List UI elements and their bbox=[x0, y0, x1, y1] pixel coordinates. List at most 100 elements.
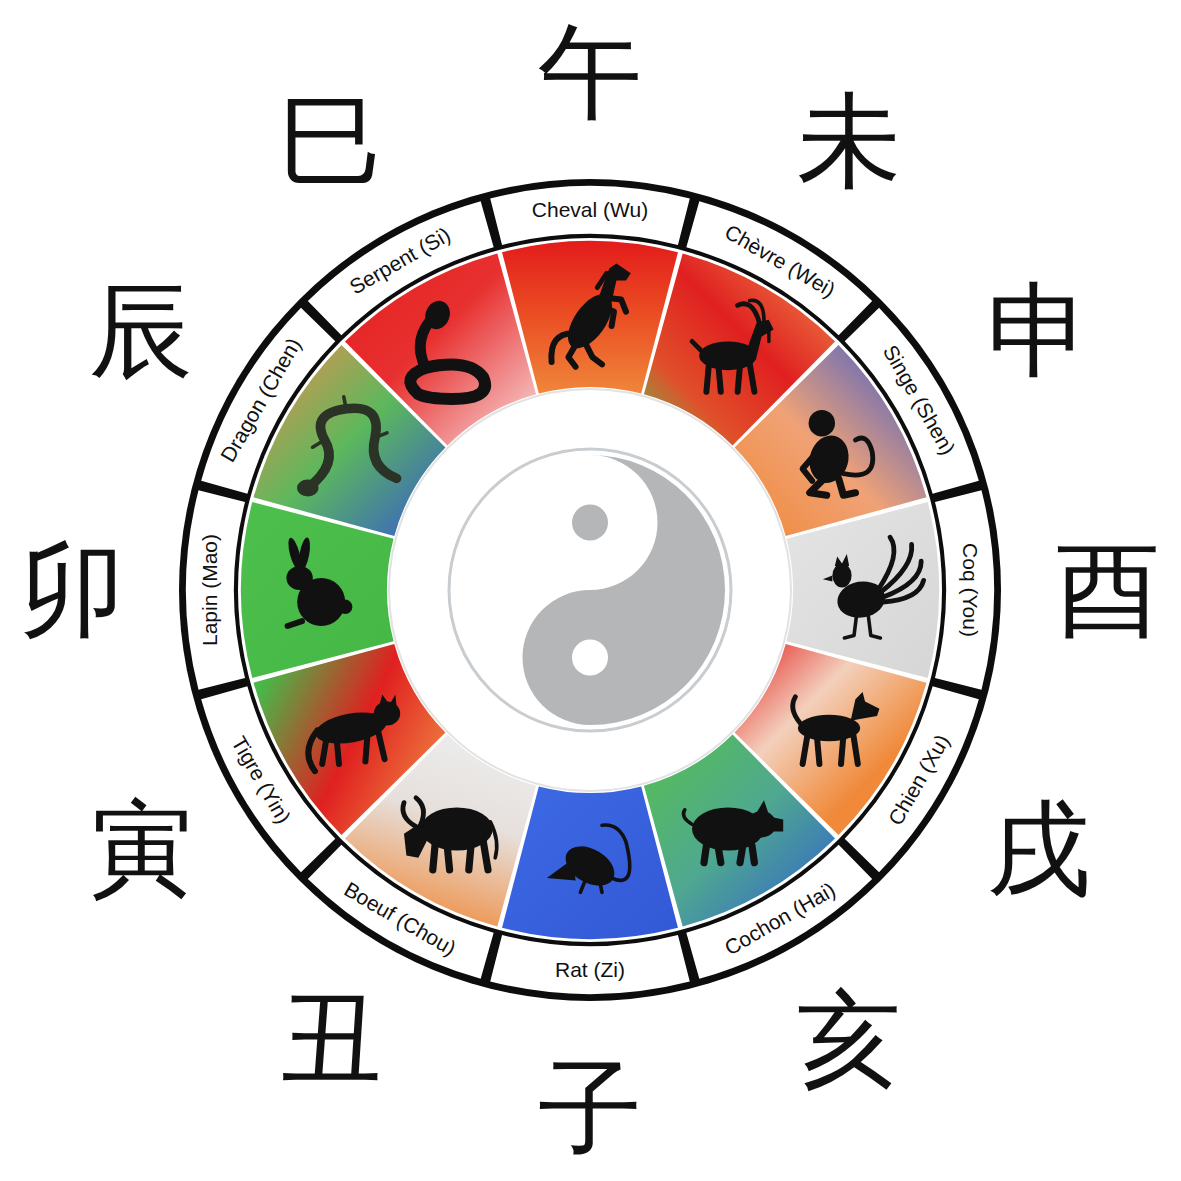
animal-part bbox=[600, 880, 602, 892]
animal-part bbox=[868, 616, 880, 638]
animal-part bbox=[757, 800, 769, 814]
zodiac-band-cell: Chien (Xu) bbox=[834, 667, 1005, 893]
animal-part bbox=[706, 365, 708, 391]
animal-name: Coq (You) bbox=[958, 543, 981, 637]
animal-part bbox=[771, 817, 783, 831]
yin-yang-dot bbox=[572, 640, 608, 676]
animal-part bbox=[322, 735, 327, 764]
branch-character: 辰 bbox=[89, 279, 193, 383]
animal-part bbox=[297, 480, 319, 497]
yin-yang bbox=[449, 449, 731, 731]
animal-part bbox=[551, 333, 573, 362]
animal-silhouette bbox=[410, 297, 485, 399]
animal-silhouette bbox=[286, 537, 353, 626]
zodiac-band-cell: Coq (You) bbox=[935, 480, 1005, 700]
animal-silhouette bbox=[683, 800, 783, 862]
animal-part bbox=[421, 297, 453, 332]
animal-part bbox=[308, 730, 317, 771]
yin-yang-dark bbox=[523, 455, 726, 725]
zodiac-band-cell: Cheval (Wu) bbox=[480, 175, 700, 245]
animal-part bbox=[767, 329, 771, 341]
animal-part bbox=[344, 397, 346, 409]
animal-part bbox=[433, 843, 435, 869]
band-cell-outline bbox=[302, 839, 504, 990]
center-disc bbox=[389, 389, 791, 791]
animal-silhouette bbox=[403, 798, 497, 870]
zodiac-band-cell: Lapin (Mao) bbox=[175, 480, 245, 700]
animal-part bbox=[853, 733, 858, 764]
animal-part bbox=[469, 843, 471, 869]
yin-yang-light bbox=[455, 455, 725, 725]
animal-silhouette bbox=[793, 692, 880, 764]
animal-part bbox=[851, 692, 880, 721]
branch-character: 寅 bbox=[89, 797, 193, 901]
animal-part bbox=[337, 738, 339, 764]
band-cell-outline bbox=[839, 676, 990, 878]
animal-part bbox=[704, 846, 706, 863]
animal-part bbox=[375, 433, 387, 438]
band-cell-outline bbox=[190, 302, 341, 504]
zodiac-band-cell: Cochon (Hai) bbox=[667, 834, 893, 1005]
animal-part bbox=[391, 694, 397, 706]
animal-part bbox=[750, 300, 764, 321]
animal-part bbox=[421, 325, 428, 332]
band-cell-outline bbox=[302, 190, 504, 341]
animal-part bbox=[841, 735, 843, 764]
animal-part bbox=[738, 304, 760, 322]
animal-part bbox=[416, 798, 424, 824]
animal-part bbox=[447, 846, 449, 870]
animal-part bbox=[585, 343, 602, 365]
branch-character: 卯 bbox=[20, 538, 124, 642]
zodiac-band-cell: Tigre (Yin) bbox=[176, 667, 347, 893]
inner-disc bbox=[238, 238, 942, 942]
animal-part bbox=[490, 822, 496, 858]
band-cell-outline bbox=[190, 676, 341, 878]
branch-character: 申 bbox=[987, 279, 1091, 383]
branch-character: 巳 bbox=[279, 89, 383, 193]
animal-part bbox=[844, 616, 856, 638]
branch-character: 子 bbox=[538, 1056, 642, 1160]
branch-character: 酉 bbox=[1056, 538, 1160, 642]
animal-part bbox=[683, 810, 692, 824]
animal-silhouette bbox=[308, 694, 400, 771]
yin-yang-rim bbox=[449, 449, 731, 731]
animal-silhouette bbox=[803, 410, 873, 495]
animal-part bbox=[595, 304, 614, 326]
animal-silhouette bbox=[297, 397, 397, 497]
outer-ring bbox=[179, 179, 1001, 1001]
animal-part bbox=[832, 564, 851, 588]
animal-part bbox=[692, 341, 702, 351]
animal-part bbox=[740, 848, 742, 862]
animal-silhouette bbox=[547, 825, 630, 894]
band-cell-outline bbox=[676, 190, 878, 341]
branch-character: 丑 bbox=[279, 987, 383, 1091]
branch-character: 午 bbox=[538, 20, 642, 124]
animal-part bbox=[817, 738, 819, 764]
animal-part bbox=[597, 273, 607, 287]
animal-part bbox=[602, 825, 630, 880]
band-cell-outline bbox=[839, 302, 990, 504]
animal-silhouette bbox=[551, 264, 630, 367]
animal-part bbox=[403, 803, 416, 827]
branch-character: 亥 bbox=[797, 987, 901, 1091]
animal-name: Cheval (Wu) bbox=[532, 198, 648, 221]
band-cell-outline bbox=[490, 935, 690, 994]
animal-part bbox=[823, 576, 833, 582]
animal-silhouette bbox=[692, 300, 774, 391]
animal-part bbox=[752, 846, 754, 863]
animal-part bbox=[839, 478, 856, 495]
animal-part bbox=[809, 410, 835, 436]
band-cell-outline bbox=[676, 839, 878, 990]
band-cell-outline bbox=[186, 490, 245, 690]
zodiac-band-cell: Serpent (Si) bbox=[287, 176, 513, 347]
yin-yang-dot bbox=[572, 505, 608, 541]
animal-part bbox=[365, 730, 367, 761]
animal-part bbox=[803, 452, 817, 481]
animal-part bbox=[718, 365, 720, 391]
animal-part bbox=[750, 363, 755, 392]
animal-part bbox=[297, 537, 312, 572]
animal-part bbox=[602, 297, 626, 311]
